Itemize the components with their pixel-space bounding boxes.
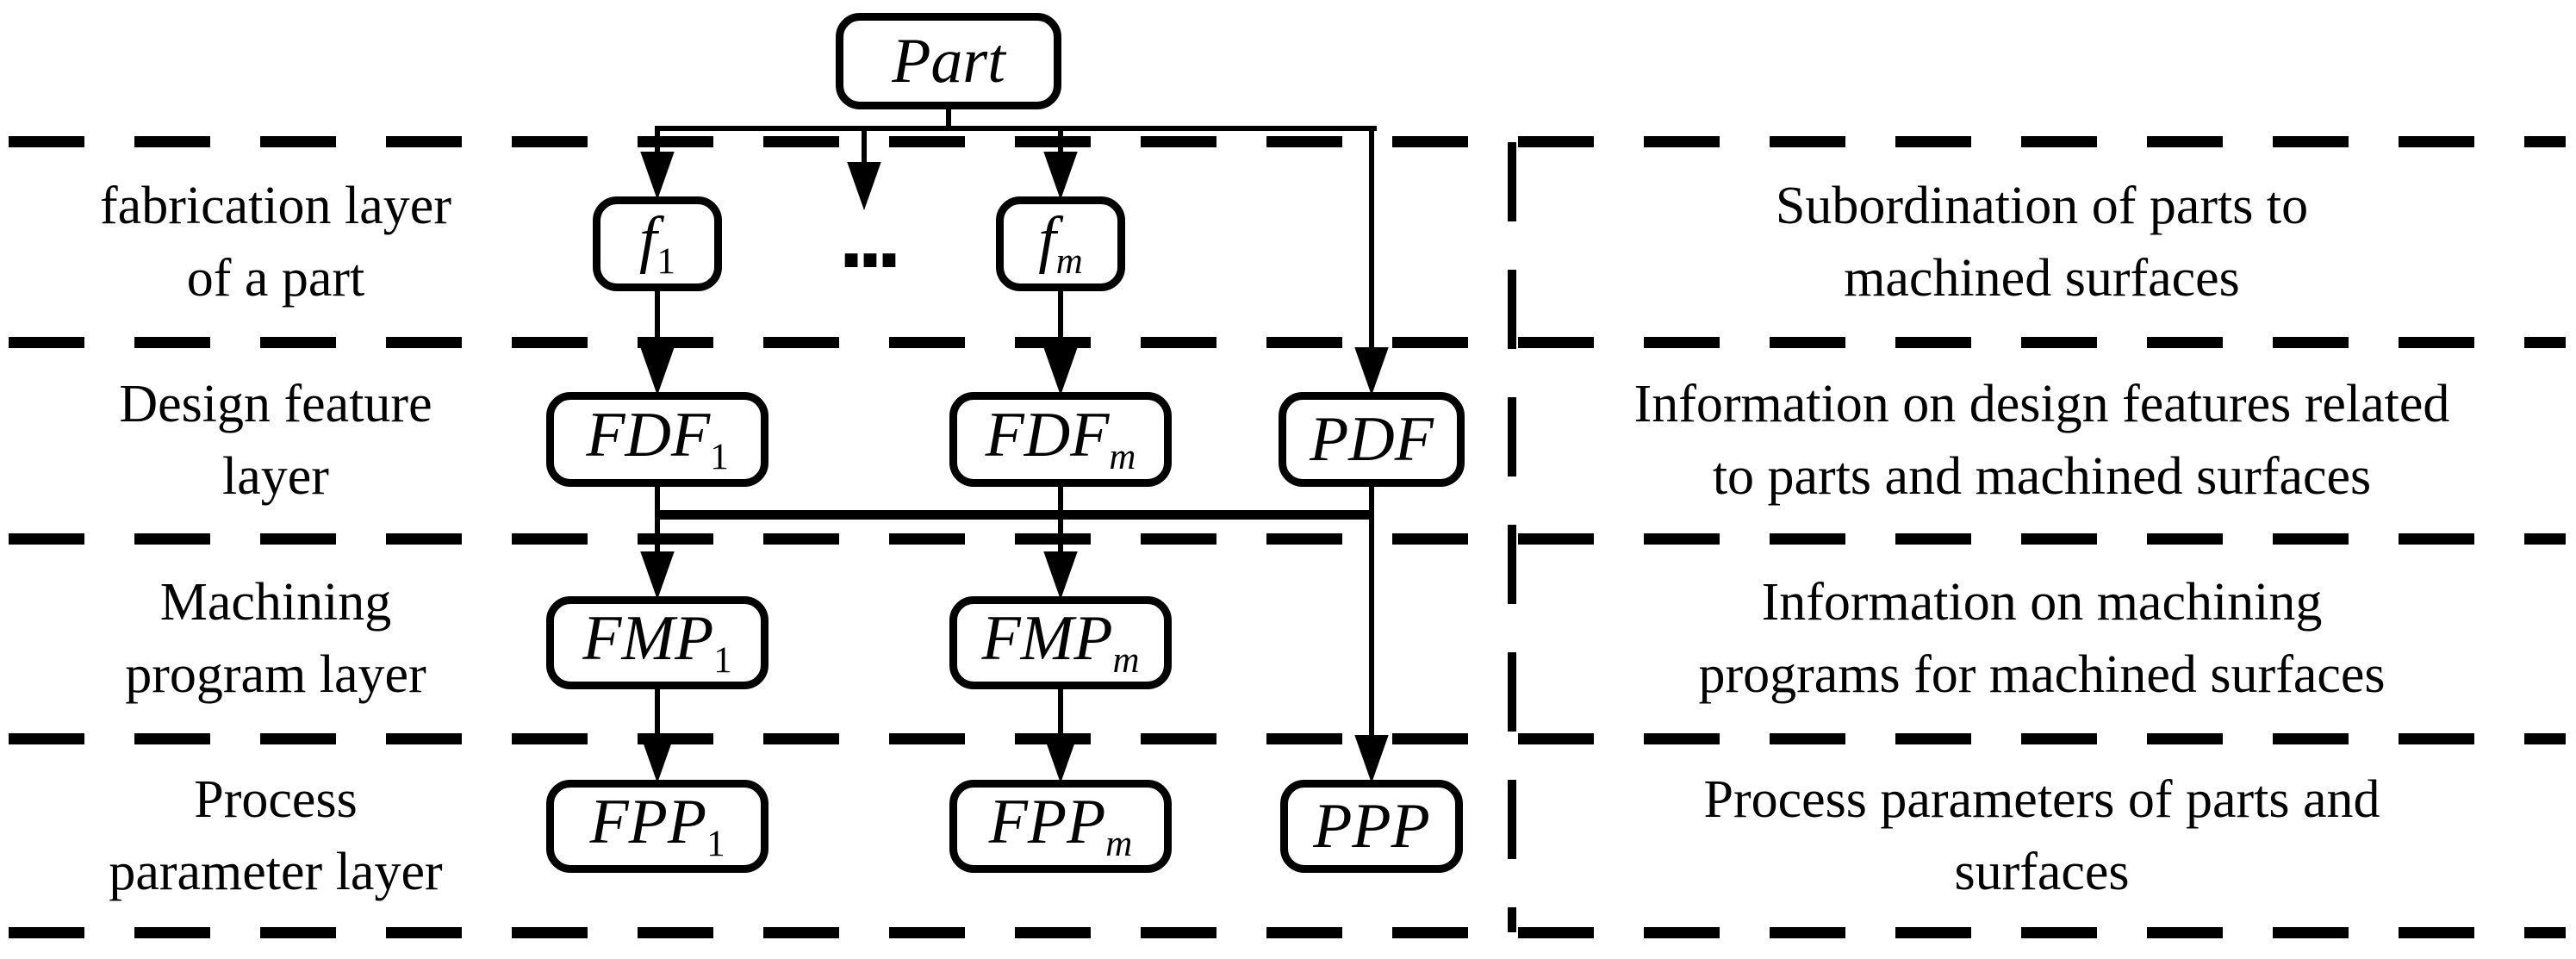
row-description-line: Subordination of parts to <box>1775 176 2309 235</box>
row-description-line: Information on machining <box>1761 573 2323 632</box>
row-divider-2 <box>9 533 2566 545</box>
connector-bus-to-dots <box>862 129 867 165</box>
row-description-line: machined surfaces <box>1844 248 2240 308</box>
row-divider-top <box>9 136 2566 147</box>
row-divider-1 <box>9 337 2566 348</box>
node-fppm: FPPm <box>949 780 1172 873</box>
ellipsis-dots: ··· <box>837 218 903 302</box>
row-description-design-features: Information on design features related t… <box>1523 342 2560 539</box>
row-description-machining-programs: Information on machining programs for ma… <box>1523 539 2560 738</box>
node-part: Part <box>836 13 1061 109</box>
arrowhead-to-fdf1 <box>640 347 675 395</box>
node-ppp: PPP <box>1280 780 1463 873</box>
row-label-line: of a part <box>186 248 365 308</box>
row-description-line: programs for machined surfaces <box>1698 645 2386 704</box>
connector-part-stub <box>946 108 951 130</box>
row-label-machining-program-layer: Machining program layer <box>9 539 543 738</box>
row-description-line: Information on design features related <box>1633 375 2450 433</box>
node-fmpm: FMPm <box>949 596 1172 689</box>
row-label-line: fabrication layer <box>100 176 451 235</box>
arrowhead-to-fdfm <box>1043 347 1078 395</box>
connector-bus-top <box>655 126 1377 131</box>
connector-fmp1-to-fpp1 <box>655 688 660 738</box>
row-label-line: Design feature <box>119 375 432 433</box>
arrowhead-to-fpp1 <box>640 735 675 783</box>
arrowhead-to-ppp <box>1354 735 1389 783</box>
column-divider <box>1508 142 1516 932</box>
connector-bus-to-f1 <box>655 129 660 157</box>
node-fmp1: FMP1 <box>546 596 768 689</box>
row-label-process-parameter-layer: Process parameter layer <box>9 738 543 932</box>
row-label-design-feature-layer: Design feature layer <box>9 342 543 539</box>
arrowhead-to-fmpm <box>1043 551 1078 600</box>
row-description-line: Process parameters of parts and <box>1703 769 2380 829</box>
connector-fm-to-fdfm <box>1058 290 1063 350</box>
node-pdf: PDF <box>1279 392 1465 487</box>
node-fm: fm <box>996 196 1125 291</box>
arrowhead-to-f1 <box>640 152 675 200</box>
connector-fdfm-to-fmpm <box>1058 485 1063 554</box>
row-description-process-parameters: Process parameters of parts and surfaces <box>1523 738 2560 932</box>
row-label-line: program layer <box>125 645 426 704</box>
node-fpp1: FPP1 <box>546 780 768 873</box>
connector-bus-to-fm <box>1058 129 1063 157</box>
row-label-line: parameter layer <box>109 842 443 901</box>
connector-fmpm-to-fppm <box>1058 688 1063 738</box>
node-fdf1: FDF1 <box>546 392 768 487</box>
node-f1: f1 <box>593 196 722 291</box>
connector-bus-middle <box>655 510 1374 520</box>
row-divider-bottom <box>9 927 2566 938</box>
row-label-line: layer <box>222 447 329 506</box>
arrowhead-to-dots <box>847 162 881 210</box>
arrowhead-to-fppm <box>1043 735 1078 783</box>
arrowhead-to-fmp1 <box>640 551 675 600</box>
node-fdfm: FDFm <box>949 392 1172 487</box>
arrowhead-to-pdf <box>1354 347 1389 395</box>
row-description-subordination: Subordination of parts to machined surfa… <box>1523 141 2560 342</box>
row-label-line: Process <box>194 769 358 829</box>
row-description-line: to parts and machined surfaces <box>1712 447 2372 506</box>
arrowhead-to-fm <box>1043 152 1078 200</box>
row-label-line: Machining <box>159 573 392 632</box>
connector-fdf1-to-fmp1 <box>655 485 660 554</box>
connector-f1-to-fdf1 <box>655 290 660 350</box>
row-description-line: surfaces <box>1954 842 2130 901</box>
connector-bus-to-pdf <box>1369 129 1374 350</box>
connector-pdf-to-ppp <box>1369 485 1374 737</box>
row-label-fabrication-layer: fabrication layer of a part <box>9 141 543 342</box>
